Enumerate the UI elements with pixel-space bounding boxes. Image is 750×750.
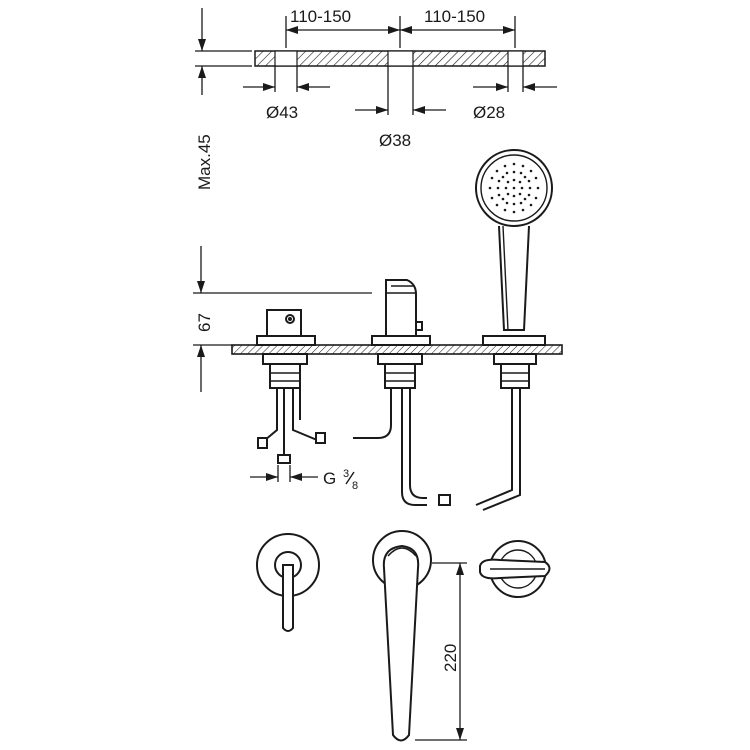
- height-dimension: 67: [193, 246, 372, 392]
- shower-nozzles: [488, 162, 540, 214]
- hole-diameter-dimensions: Ø43 Ø38 Ø28: [243, 66, 557, 150]
- thread-label: G: [323, 469, 336, 488]
- spacing-right-label: 110-150: [424, 7, 485, 26]
- thread-frac-den: 8: [352, 480, 358, 492]
- shower-holder: [475, 335, 546, 511]
- hole-center-label: Ø38: [379, 131, 411, 150]
- height-label: 67: [195, 313, 214, 332]
- hole-right-label: Ø28: [473, 103, 505, 122]
- deck-plate-section: [254, 50, 546, 67]
- deck-section: [231, 344, 563, 355]
- spacing-left-label: 110-150: [290, 7, 351, 26]
- shower-holder-top-view: [479, 540, 551, 598]
- hand-shower: [475, 149, 553, 331]
- thread-dimension: G 3 8: [250, 465, 358, 492]
- thread-frac-num: 3: [343, 468, 349, 480]
- spout: [353, 279, 451, 506]
- diverter-valve: [256, 309, 326, 464]
- handle-length-dimension: 220: [415, 562, 467, 741]
- diverter-lever-front: [372, 530, 432, 742]
- mixer-lever-front: [256, 533, 320, 632]
- deck-thickness-label: Max.45: [195, 134, 214, 190]
- handle-length-label: 220: [441, 644, 460, 672]
- deck-thickness-dimension: Max.45: [195, 8, 252, 190]
- spacing-dimensions: 110-150 110-150: [285, 7, 516, 48]
- hole-left-label: Ø43: [266, 103, 298, 122]
